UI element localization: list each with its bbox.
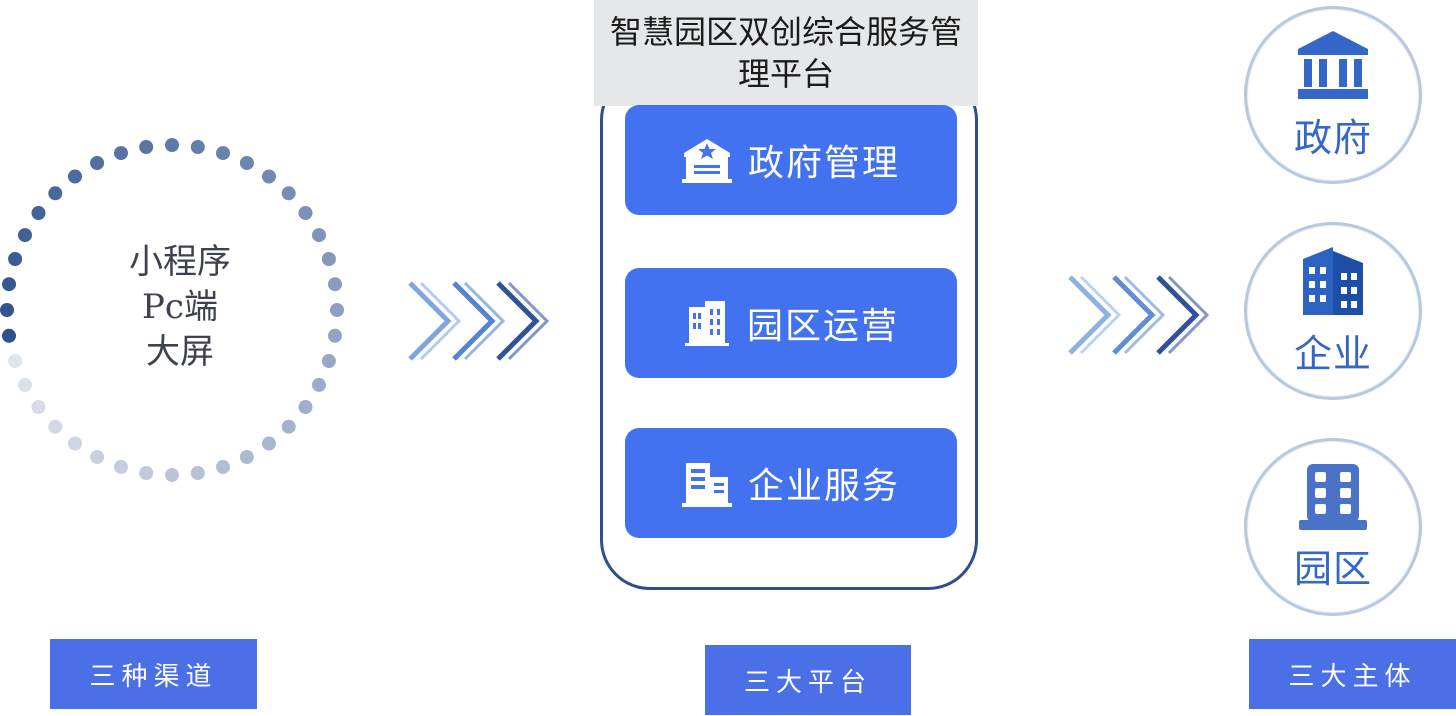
entity-enterprise: 企业 bbox=[1244, 222, 1422, 400]
service-button-enterprise-service[interactable]: 企业服务 bbox=[625, 428, 957, 538]
service-label: 园区运营 bbox=[746, 306, 899, 347]
ring-dot bbox=[2, 328, 16, 343]
dotted-ring bbox=[0, 138, 344, 482]
ring-dot bbox=[216, 459, 230, 474]
ring-dot bbox=[312, 377, 326, 392]
channel-item-mini-program: 小程序 bbox=[129, 242, 231, 282]
channel-item-big-screen: 大屏 bbox=[146, 332, 214, 372]
arrow-group-left bbox=[402, 278, 552, 364]
ring-dot bbox=[139, 140, 154, 154]
ring-dot bbox=[190, 466, 205, 480]
park-icon bbox=[1299, 463, 1367, 530]
label-three-channels: 三种渠道 bbox=[50, 639, 257, 709]
ring-dot bbox=[239, 156, 254, 170]
ring-dot bbox=[48, 186, 63, 201]
entity-government: 政府 bbox=[1244, 6, 1422, 184]
ring-dot bbox=[262, 436, 276, 451]
triple-chevron-right-icon bbox=[1068, 275, 1210, 355]
arrow-group-right bbox=[1062, 272, 1212, 358]
ring-dot bbox=[8, 252, 23, 266]
entity-park: 园区 bbox=[1244, 438, 1422, 616]
ring-dot bbox=[114, 146, 128, 161]
service-label: 企业服务 bbox=[747, 466, 900, 507]
ring-dot bbox=[0, 303, 14, 317]
ring-dot bbox=[165, 468, 179, 482]
office-building-icon bbox=[684, 301, 729, 346]
ring-dot bbox=[48, 419, 63, 434]
ring-dot bbox=[239, 450, 254, 464]
enterprise-icon bbox=[1303, 246, 1363, 315]
ring-dot bbox=[90, 156, 105, 170]
ring-dot bbox=[31, 400, 46, 414]
label-three-platforms: 三大平台 bbox=[705, 645, 911, 715]
label-three-subjects: 三大主体 bbox=[1249, 639, 1456, 709]
ring-dot bbox=[139, 466, 154, 480]
ring-dot bbox=[321, 252, 336, 266]
service-button-government-management[interactable]: 政府管理 bbox=[625, 105, 957, 215]
ring-dot bbox=[321, 354, 336, 368]
ring-dot bbox=[328, 277, 342, 292]
channel-item-pc: Pc端 bbox=[142, 287, 218, 327]
ring-dot bbox=[18, 228, 32, 243]
ring-dot bbox=[216, 146, 230, 161]
ring-dot bbox=[114, 459, 128, 474]
government-icon bbox=[1298, 30, 1368, 99]
ring-dot bbox=[31, 206, 46, 220]
ring-dot bbox=[328, 328, 342, 343]
ring-dot bbox=[68, 169, 82, 184]
ring-dot bbox=[2, 277, 16, 292]
platform-title: 智慧园区双创综合服务管理平台 bbox=[594, 0, 978, 106]
triple-chevron-right-icon bbox=[408, 281, 550, 361]
ring-dot bbox=[165, 138, 179, 152]
ring-dot bbox=[330, 303, 344, 317]
government-building-icon bbox=[681, 139, 732, 183]
enterprise-building-icon bbox=[681, 463, 732, 507]
entity-label: 企业 bbox=[1293, 331, 1372, 376]
ring-dot bbox=[8, 354, 23, 368]
ring-dot bbox=[312, 228, 326, 243]
ring-dot bbox=[68, 436, 82, 451]
ring-dot bbox=[18, 377, 32, 392]
ring-dot bbox=[262, 169, 276, 184]
ring-dot bbox=[90, 450, 105, 464]
service-button-park-operation[interactable]: 园区运营 bbox=[625, 268, 957, 378]
service-label: 政府管理 bbox=[747, 143, 900, 184]
entity-label: 园区 bbox=[1293, 546, 1372, 591]
entity-label: 政府 bbox=[1293, 115, 1372, 160]
channel-list: 小程序 Pc端 大屏 bbox=[95, 240, 265, 375]
ring-dot bbox=[298, 400, 313, 414]
ring-dot bbox=[281, 419, 296, 434]
ring-dot bbox=[298, 206, 313, 220]
ring-dot bbox=[281, 186, 296, 201]
ring-dot bbox=[190, 140, 205, 154]
